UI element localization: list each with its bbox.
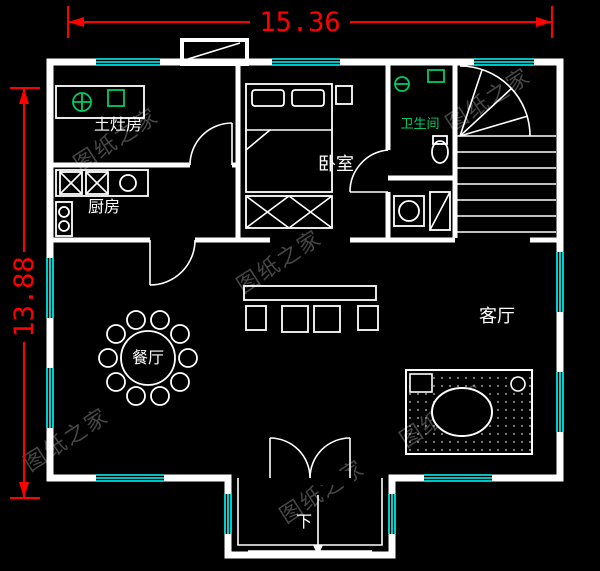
window	[387, 494, 397, 534]
pillow	[251, 89, 285, 107]
watermark-text: 图纸之家	[20, 404, 114, 477]
washing-machine-drum	[398, 200, 420, 222]
living-room-furniture	[405, 369, 533, 455]
stair-winder-tread	[459, 115, 529, 137]
entrance-down-label: 下	[296, 512, 312, 531]
stove-burner	[107, 89, 125, 107]
dining-chair	[126, 310, 146, 330]
wardrobe-cross	[245, 195, 290, 229]
window	[555, 372, 565, 432]
main-door-arc-right	[309, 437, 351, 479]
kitchen-fixtures	[55, 85, 149, 237]
staircase	[455, 65, 556, 233]
dining-chair	[150, 386, 170, 406]
kitchen-sink	[119, 174, 137, 192]
side-sink-unit	[55, 201, 73, 237]
dining-chair	[106, 372, 126, 392]
porch-inner-wall	[237, 478, 383, 546]
dimension-height-label: 13.88	[9, 256, 40, 337]
shower-tray	[429, 191, 451, 231]
window	[45, 368, 55, 428]
toilet-bowl	[431, 140, 449, 164]
burner-cross	[59, 171, 83, 195]
door-arc-stove-room	[189, 122, 233, 166]
stove-counter	[55, 85, 145, 119]
room-label-kitchen: 厨房	[88, 197, 120, 216]
dimension-arrow-right	[536, 17, 552, 27]
wardrobe	[245, 195, 333, 229]
entry-arrow-head	[313, 545, 323, 556]
dimension-arrow-up	[19, 88, 29, 104]
wardrobe-cross	[288, 195, 333, 229]
bathroom-fixtures	[393, 69, 451, 231]
room-labels: 土灶房 厨房 卧室 卫生间 客厅 餐厅 下	[88, 115, 515, 531]
stair-winder-tread	[459, 69, 483, 137]
door-arc-kitchen	[149, 239, 196, 286]
dining-chair	[150, 310, 170, 330]
bedroom-furniture	[245, 83, 353, 229]
dining-table-set	[98, 310, 198, 406]
nightstand	[335, 85, 353, 105]
burner-left	[59, 171, 83, 195]
room-label-dining-room: 餐厅	[132, 348, 164, 367]
dining-chair	[170, 372, 190, 392]
dimension-arrow-down	[19, 482, 29, 498]
sofa	[243, 285, 377, 301]
side-sink-bowl	[58, 206, 70, 218]
window	[223, 494, 233, 534]
coffee-table	[281, 305, 309, 333]
dining-chair	[170, 324, 190, 344]
interior-walls	[50, 62, 560, 243]
sofa-set	[243, 285, 379, 333]
window	[45, 258, 55, 318]
room-label-stove-room: 土灶房	[94, 115, 142, 134]
window	[96, 57, 160, 67]
watermark-text: 图纸之家	[276, 456, 370, 529]
pillow	[291, 89, 325, 107]
dining-chair	[98, 348, 118, 368]
dimension-arrow-left	[68, 17, 84, 27]
dining-table	[120, 330, 176, 386]
side-sink-bowl	[58, 220, 70, 232]
room-label-bathroom: 卫生间	[400, 117, 439, 132]
room-label-bedroom: 卧室	[318, 154, 354, 175]
dining-chair	[106, 324, 126, 344]
dining-chair	[178, 348, 198, 368]
window	[96, 473, 164, 483]
chimney-flue-diagonal	[187, 42, 241, 60]
window	[272, 57, 340, 67]
dimension-left: 13.88	[9, 87, 40, 499]
window	[424, 473, 492, 483]
daybed-pillow	[409, 373, 433, 393]
stair-winder-tread	[459, 87, 513, 137]
coffee-table	[313, 305, 341, 333]
watermark-text: 图纸之家	[233, 226, 327, 299]
side-table	[357, 305, 379, 331]
burner-right	[85, 171, 109, 195]
washing-machine	[393, 195, 425, 227]
bed	[245, 83, 333, 193]
room-label-living-room: 客厅	[479, 306, 515, 327]
toilet-tank	[432, 135, 448, 145]
burner-cross	[85, 171, 109, 195]
porch	[237, 478, 383, 556]
stair-winder-arc	[459, 65, 531, 137]
doors	[149, 122, 389, 485]
side-table	[245, 305, 267, 331]
dimension-width-label: 15.36	[259, 7, 340, 38]
window	[555, 252, 565, 312]
blanket-fold	[245, 129, 271, 151]
squat-toilet	[427, 69, 445, 83]
door-arc-bathroom	[349, 149, 389, 193]
window	[474, 57, 534, 67]
dimension-top: 15.36	[67, 6, 553, 38]
main-door-arc-left	[269, 437, 311, 479]
kitchen-counter	[55, 169, 149, 197]
dining-chair	[126, 386, 146, 406]
shower-tray-diagonal	[429, 191, 451, 231]
windows	[45, 57, 565, 534]
daybed-cushion	[431, 387, 493, 437]
daybed-accessory	[510, 376, 526, 392]
